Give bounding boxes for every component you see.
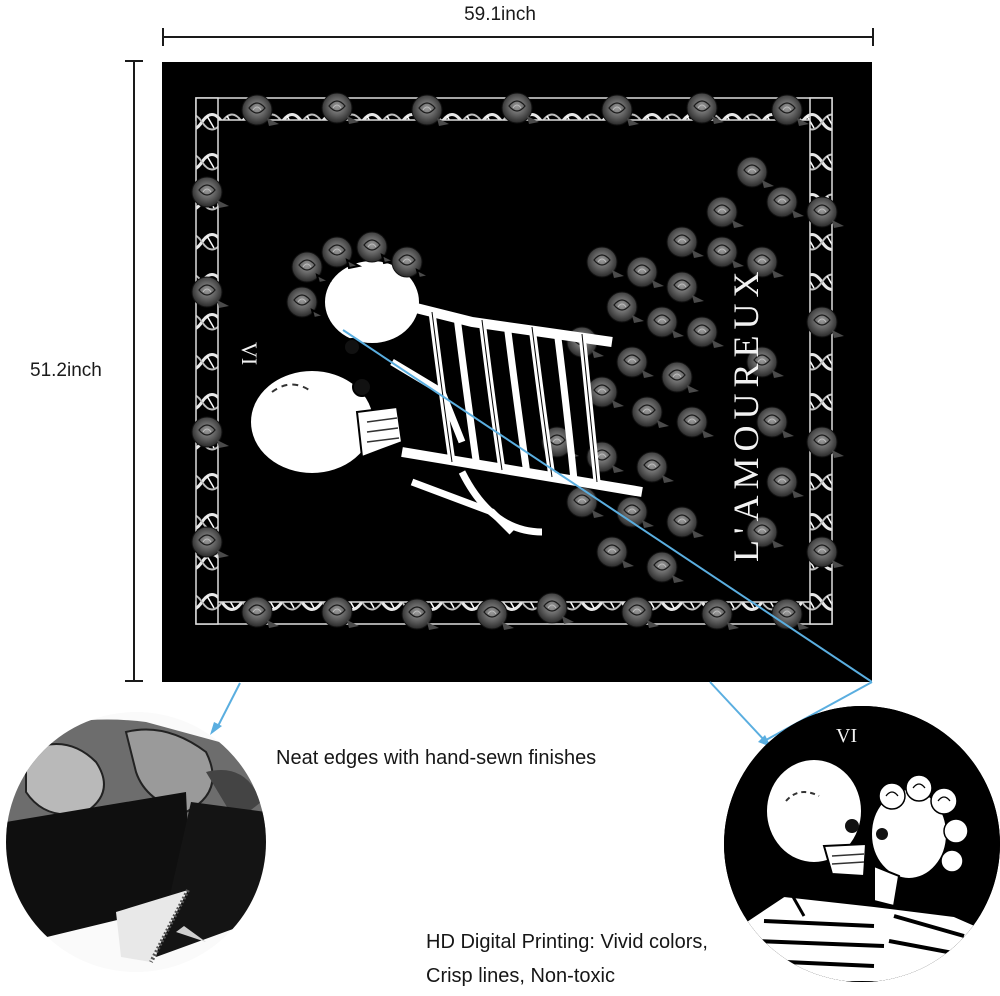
edge-detail-circle xyxy=(6,712,266,972)
print-detail-caption-line2: Crisp lines, Non-toxic xyxy=(426,965,615,987)
card-title: L'AMOUREUX xyxy=(726,266,766,562)
height-dimension-label: 51.2inch xyxy=(30,360,102,381)
skeleton-couple xyxy=(249,231,643,536)
closeup-card-number: VI xyxy=(836,725,857,747)
arrowhead-left-icon xyxy=(210,722,222,735)
width-dimension-label: 59.1inch xyxy=(464,4,536,25)
print-detail-caption: HD Digital Printing: Vivid colors, Crisp… xyxy=(426,925,708,993)
width-dimension-line xyxy=(162,28,874,46)
arrow-to-print-detail xyxy=(709,681,767,743)
arrow-to-edge-detail xyxy=(216,682,241,729)
print-detail-circle: VI xyxy=(724,706,1000,982)
tapestry-artwork: L'AMOUREUX VI xyxy=(191,92,872,682)
tapestry-image: L'AMOUREUX VI xyxy=(162,62,872,682)
arrow-line-tapestry xyxy=(342,329,872,682)
card-number: VI xyxy=(237,342,262,365)
height-dimension-line xyxy=(125,60,143,682)
hemmed-edge-photo xyxy=(6,712,266,972)
print-detail-caption-line1: HD Digital Printing: Vivid colors, xyxy=(426,931,708,953)
edge-detail-caption: Neat edges with hand-sewn finishes xyxy=(276,747,597,769)
print-closeup-photo: VI xyxy=(724,706,1000,982)
